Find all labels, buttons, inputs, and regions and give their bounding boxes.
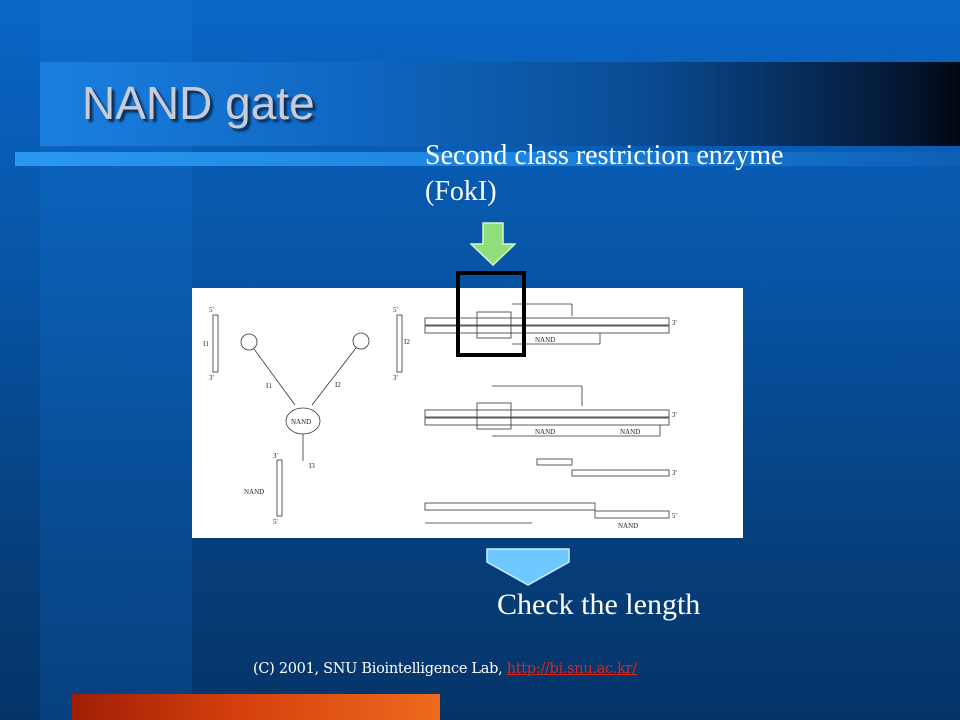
label-3prime-b: 3'	[393, 374, 398, 382]
strand-out	[276, 459, 283, 517]
strand-i2	[396, 314, 403, 373]
enzyme-label: Second class restriction enzyme (FokI)	[425, 138, 783, 210]
svg-text:NAND: NAND	[535, 336, 555, 344]
edge-label-2: I2	[335, 381, 341, 389]
label-input-1: I1	[203, 340, 209, 348]
enzyme-site-highlight	[456, 271, 526, 357]
svg-text:NAND: NAND	[620, 428, 640, 436]
title-bar	[40, 62, 960, 146]
label-input-2: I2	[404, 338, 410, 346]
enzyme-label-line1: Second class restriction enzyme	[425, 140, 784, 171]
down-arrow-icon	[470, 222, 516, 266]
label-nand-out: NAND	[244, 488, 264, 496]
diagram-svg: 5' 3' I1 I1 I2 NAND I3 3' 5' NAND 5' 3'	[203, 303, 677, 530]
title-underline	[15, 152, 960, 166]
svg-text:5': 5'	[672, 512, 677, 520]
label-5prime-out: 5'	[273, 518, 278, 526]
label-3prime-out: 3'	[273, 452, 278, 460]
edge-label-1: I1	[266, 382, 272, 390]
slide-title: NAND gate	[82, 77, 315, 129]
label-5prime: 5'	[209, 306, 214, 314]
footer-credit: (C) 2001, SNU Biointelligence Lab, http:…	[253, 661, 637, 677]
strand-i1	[212, 314, 219, 373]
footer-text: (C) 2001, SNU Biointelligence Lab,	[253, 661, 507, 677]
duplex-row-3	[536, 458, 670, 477]
svg-text:3': 3'	[672, 411, 677, 419]
edge-1	[253, 348, 296, 406]
input-node-2	[352, 332, 370, 350]
nand-node-label: NAND	[291, 418, 311, 426]
duplex-row-2: NAND NAND	[424, 385, 670, 437]
edge-2	[311, 347, 357, 406]
footer-link[interactable]: http://bi.snu.ac.kr/	[506, 661, 637, 677]
duplex-row-4: NAND	[424, 502, 670, 530]
enzyme-label-line2: (FokI)	[425, 176, 497, 207]
svg-text:NAND: NAND	[535, 428, 555, 436]
check-length-label: Check the length	[497, 588, 701, 621]
svg-text:3': 3'	[672, 319, 677, 327]
svg-text:NAND: NAND	[618, 522, 638, 530]
svg-text:3': 3'	[672, 469, 677, 477]
label-5prime-b: 5'	[393, 306, 398, 314]
label-3prime: 3'	[209, 374, 214, 382]
input-node-1	[240, 333, 258, 351]
nand-gate-diagram: 5' 3' I1 I1 I2 NAND I3 3' 5' NAND 5' 3'	[192, 288, 743, 538]
bottom-accent-bar	[72, 694, 440, 720]
edge-label-out: I3	[309, 462, 315, 470]
down-arrow-icon	[486, 548, 570, 586]
